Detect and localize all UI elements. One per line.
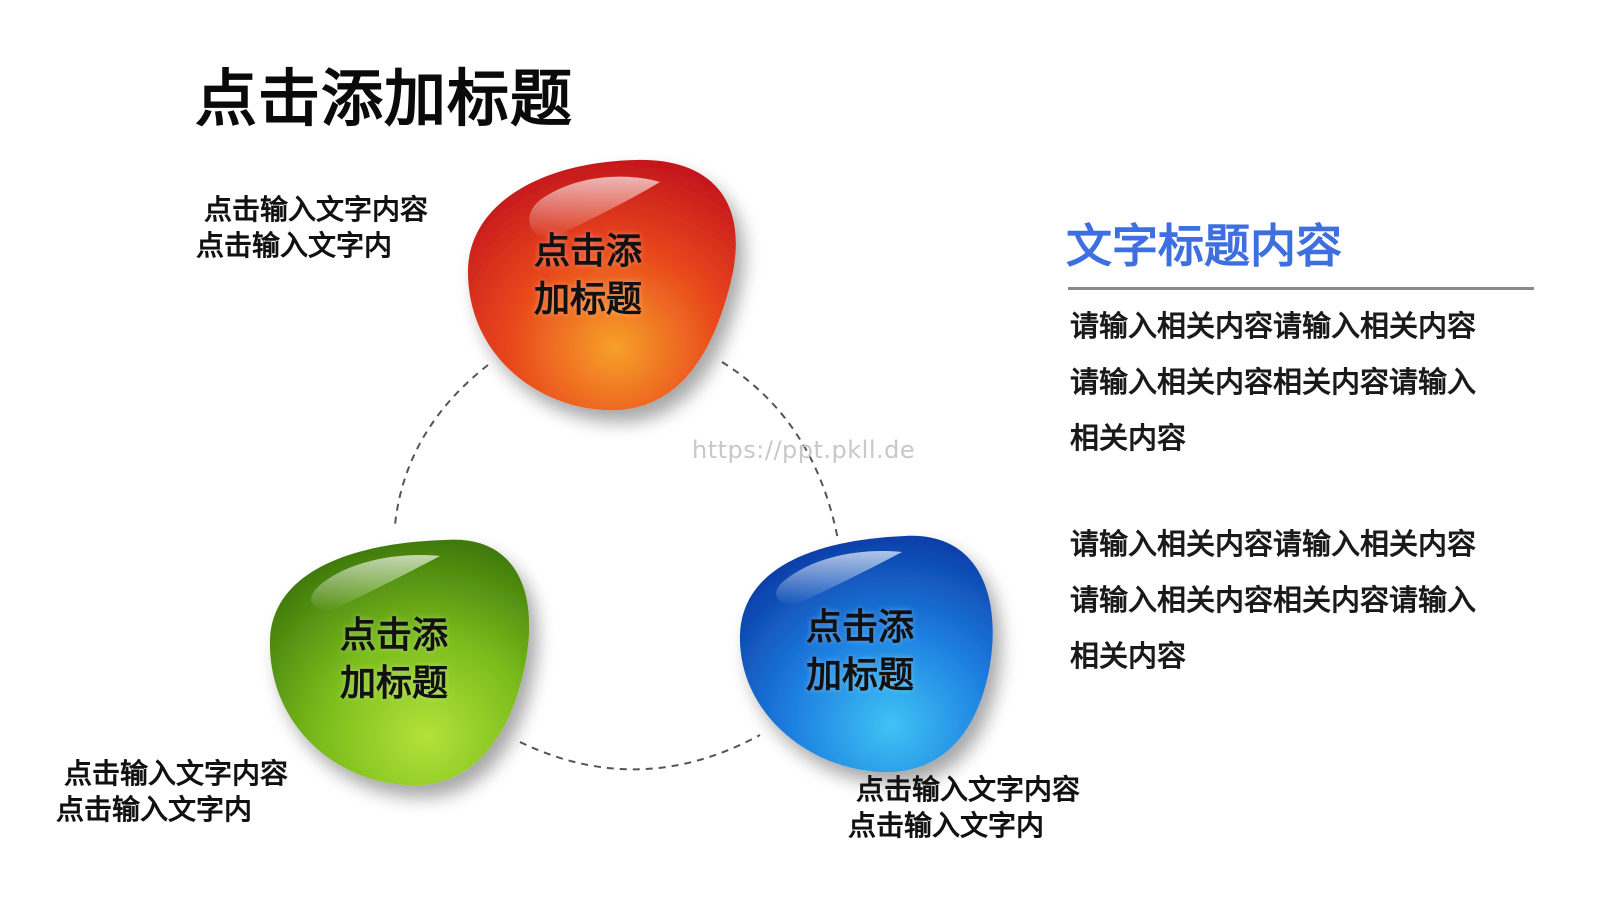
blob-blue-label: 点击添 加标题 [806,604,914,700]
caption-bottom-right-line2: 点击输入文字内 [848,809,1045,842]
side-heading[interactable]: 文字标题内容 [1066,219,1342,273]
side-paragraph-1-line3: 相关内容 [1070,421,1187,455]
connector-arc-bottom [519,734,761,771]
blob-red-label-line2: 加标题 [534,279,643,320]
blob-blue-label-line2: 加标题 [806,655,915,696]
blob-green-label: 点击添 加标题 [340,612,448,708]
watermark: https://ppt.pkll.de [692,436,916,464]
caption-bottom-left[interactable]: 点击输入文字内容 点击输入文字内 [56,756,288,828]
side-paragraph-2-line3: 相关内容 [1070,639,1187,673]
side-paragraph-2-line2: 请输入相关内容相关内容请输入 [1070,583,1477,617]
blob-red[interactable] [467,159,736,411]
page-title[interactable]: 点击添加标题 [195,62,574,135]
caption-bottom-right-line1: 点击输入文字内容 [856,773,1081,806]
caption-bottom-left-line2: 点击输入文字内 [56,793,253,826]
connector-arc-right [721,361,839,541]
caption-top-left[interactable]: 点击输入文字内容 点击输入文字内 [196,192,428,264]
blob-green-label-line1: 点击添 [340,615,449,656]
side-paragraph-2[interactable]: 请输入相关内容请输入相关内容 请输入相关内容相关内容请输入 相关内容 [1070,516,1476,684]
side-paragraph-2-line1: 请输入相关内容请输入相关内容 [1070,527,1477,561]
side-paragraph-1[interactable]: 请输入相关内容请输入相关内容 请输入相关内容相关内容请输入 相关内容 [1070,298,1476,466]
blob-red-label: 点击添 加标题 [534,228,642,324]
side-divider [1068,287,1534,290]
blob-blue[interactable] [739,535,993,773]
caption-bottom-left-line1: 点击输入文字内容 [64,757,289,790]
blob-green[interactable] [269,539,530,786]
side-paragraph-1-line2: 请输入相关内容相关内容请输入 [1070,365,1477,399]
caption-top-left-line2: 点击输入文字内 [196,229,393,262]
blob-red-label-line1: 点击添 [534,231,643,272]
blob-green-label-line2: 加标题 [340,663,449,704]
side-paragraph-1-line1: 请输入相关内容请输入相关内容 [1070,309,1477,343]
caption-bottom-right[interactable]: 点击输入文字内容 点击输入文字内 [848,772,1080,844]
blob-blue-label-line1: 点击添 [806,607,915,648]
connector-arc-left [394,364,489,526]
caption-top-left-line1: 点击输入文字内容 [204,193,429,226]
